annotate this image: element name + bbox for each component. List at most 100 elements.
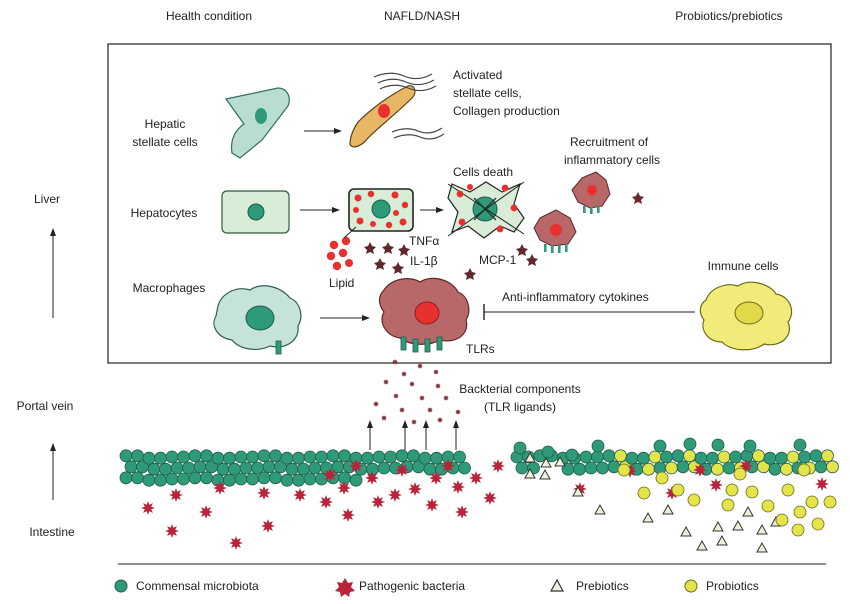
commensal-cell xyxy=(338,449,351,463)
commensal-cell xyxy=(165,472,179,486)
commensal-cell xyxy=(591,439,605,453)
commensal-cell xyxy=(269,471,282,485)
commensal-cell xyxy=(188,449,202,463)
label-activated-1: Activated xyxy=(453,68,502,82)
commensal-cell xyxy=(614,449,627,463)
prebiotic xyxy=(539,468,551,480)
commensal-cell xyxy=(177,450,190,464)
pathogenic-bacterium xyxy=(337,481,351,495)
prebiotic xyxy=(742,505,754,517)
commensal-cell xyxy=(798,450,811,464)
commensal-cell xyxy=(706,451,719,465)
pathogenic-bacterium xyxy=(261,519,275,533)
label-activated-3: Collagen production xyxy=(453,104,560,118)
commensal-cell xyxy=(193,460,207,474)
commensal-cell xyxy=(453,450,466,464)
intestinal-epithelium xyxy=(119,437,839,487)
probiotic-cell xyxy=(791,523,805,537)
quiescent-stellate-cell xyxy=(224,87,290,159)
commensal-cell xyxy=(814,460,828,474)
commensal-cell xyxy=(637,451,650,465)
probiotic-cell xyxy=(797,463,811,477)
commensal-cell xyxy=(211,451,225,465)
label-cells-death: Cells death xyxy=(453,165,513,179)
commensal-cell xyxy=(280,473,294,487)
label-recruitment-1: Recruitment of xyxy=(570,135,649,149)
commensal-cell xyxy=(262,460,276,474)
cytokine-star-isolated xyxy=(632,192,644,204)
pathogenic-bacterium xyxy=(199,505,213,519)
pathogenic-bacterium xyxy=(815,477,829,491)
legend-probiotics-swatch xyxy=(684,579,698,593)
commensal-cell xyxy=(752,449,765,463)
header-nafld-nash: NAFLD/NASH xyxy=(384,9,460,23)
healthy-hepatocyte xyxy=(221,190,290,234)
tlr-ligand xyxy=(417,363,423,369)
tlr-ligand-particles xyxy=(373,359,461,425)
prebiotic xyxy=(554,455,566,467)
commensal-cell xyxy=(154,451,167,465)
pathogenic-bacterium xyxy=(371,495,385,509)
commensal-cell xyxy=(694,451,708,465)
commensal-cell xyxy=(665,461,678,475)
commensal-cell xyxy=(131,449,144,463)
commensal-cell xyxy=(430,451,443,465)
commensal-cell xyxy=(515,461,529,475)
commensal-cell xyxy=(660,450,673,464)
prebiotic xyxy=(642,511,654,523)
commensal-cell xyxy=(142,451,156,465)
dying-hepatocyte xyxy=(447,181,525,239)
commensal-cell xyxy=(188,471,202,485)
label-macrophages: Macrophages xyxy=(133,281,206,295)
commensal-cell xyxy=(780,462,793,476)
inflammatory-cell-lower xyxy=(533,209,577,253)
label-liver: Liver xyxy=(34,192,60,206)
commensal-cell xyxy=(423,462,437,476)
tlr-ligand xyxy=(383,379,389,385)
commensal-cell xyxy=(246,450,259,464)
pathogenic-bacterium xyxy=(293,488,307,502)
label-tlrs: TLRs xyxy=(466,342,495,356)
commensal-cell xyxy=(223,473,236,487)
commensal-cell xyxy=(223,451,236,465)
probiotic-cell xyxy=(781,483,795,497)
label-recruitment-2: inflammatory cells xyxy=(564,153,660,167)
pathogenic-bacterium xyxy=(169,488,183,502)
probiotic-cell xyxy=(721,498,735,512)
header-probiotics-prebiotics: Probiotics/prebiotics xyxy=(675,9,782,23)
upward-ligand-arrows xyxy=(367,420,459,450)
commensal-cell xyxy=(573,462,586,476)
probiotic-cell xyxy=(761,499,775,513)
pathogenic-bacterium xyxy=(455,505,469,519)
activated-stellate-cell xyxy=(349,72,445,148)
commensal-cell xyxy=(676,460,690,474)
commensal-cell xyxy=(683,437,697,451)
legend-commensal-label: Commensal microbiota xyxy=(136,579,259,593)
commensal-cell xyxy=(292,473,305,487)
tlr-ligand xyxy=(427,407,433,413)
prebiotic xyxy=(572,485,584,497)
commensal-cell xyxy=(147,462,161,476)
label-mcp-1: MCP-1 xyxy=(479,253,517,267)
commensal-cell xyxy=(257,449,271,463)
commensal-cell xyxy=(338,471,351,485)
commensal-cell xyxy=(234,472,248,486)
pathogenic-bacterium xyxy=(441,459,455,473)
commensal-cell xyxy=(729,450,742,464)
commensal-cell xyxy=(315,450,328,464)
commensal-cell xyxy=(246,472,259,486)
commensal-cell xyxy=(642,462,655,476)
commensal-cell xyxy=(671,449,685,463)
tlr-ligand xyxy=(401,371,407,377)
tlr-ligand xyxy=(373,401,379,407)
tlr-ligand xyxy=(409,381,415,387)
commensal-cell xyxy=(717,450,731,464)
commensal-cell xyxy=(743,439,757,453)
label-il-1-beta: IL-1β xyxy=(410,254,438,268)
commensal-cell xyxy=(775,451,788,465)
pathogenic-bacterium xyxy=(425,498,439,512)
header-health-condition: Health condition xyxy=(166,9,252,23)
label-bacterial-2: (TLR ligands) xyxy=(484,400,556,414)
commensal-cell xyxy=(292,451,305,465)
pathogenic-bacterium xyxy=(365,471,379,485)
